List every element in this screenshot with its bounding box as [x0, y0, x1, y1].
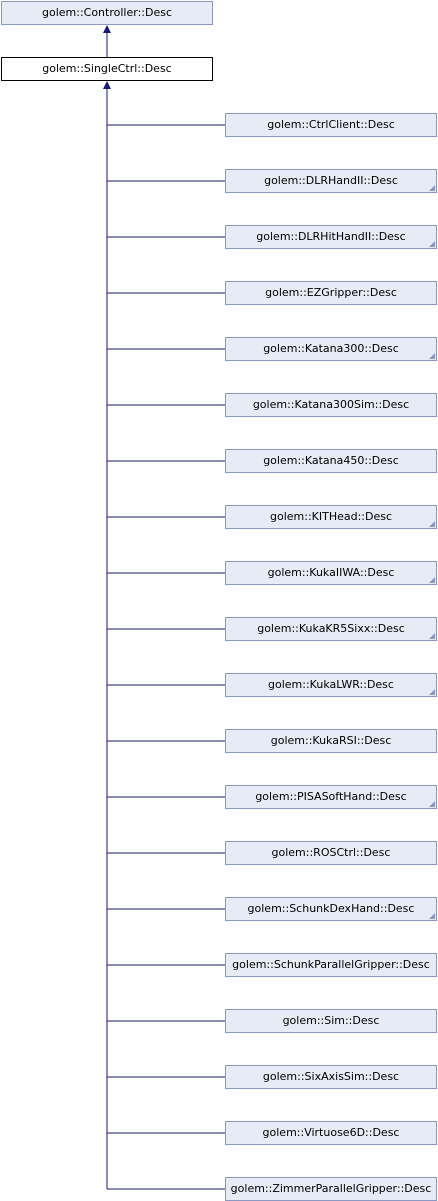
- child-class-label: golem::ROSCtrl::Desc: [271, 846, 391, 859]
- child-class-label: golem::Katana300::Desc: [263, 342, 399, 355]
- child-class-label: golem::KukaRSI::Desc: [270, 734, 392, 747]
- child-class-label: golem::EZGripper::Desc: [265, 286, 397, 299]
- child-class-label: golem::ZimmerParallelGripper::Desc: [230, 1182, 432, 1195]
- child-class-node[interactable]: golem::KITHead::Desc: [225, 505, 437, 529]
- child-class-label: golem::SixAxisSim::Desc: [262, 1070, 400, 1083]
- child-class-node[interactable]: golem::KukaRSI::Desc: [225, 729, 437, 753]
- collapsed-children-marker-icon: [429, 241, 435, 247]
- child-class-node[interactable]: golem::Virtuose6D::Desc: [225, 1121, 437, 1145]
- collapsed-children-marker-icon: [429, 521, 435, 527]
- child-class-node[interactable]: golem::Sim::Desc: [225, 1009, 437, 1033]
- current-class-label: golem::SingleCtrl::Desc: [42, 62, 172, 75]
- child-class-label: golem::SchunkParallelGripper::Desc: [232, 958, 430, 971]
- child-class-node[interactable]: golem::DLRHitHandII::Desc: [225, 225, 437, 249]
- child-class-node[interactable]: golem::KukaIIWA::Desc: [225, 561, 437, 585]
- collapsed-children-marker-icon: [429, 353, 435, 359]
- child-class-label: golem::DLRHandII::Desc: [264, 174, 398, 187]
- collapsed-children-marker-icon: [429, 801, 435, 807]
- collapsed-children-marker-icon: [429, 577, 435, 583]
- child-class-label: golem::Virtuose6D::Desc: [262, 1126, 400, 1139]
- current-class-node: golem::SingleCtrl::Desc: [1, 57, 213, 81]
- base-class-node[interactable]: golem::Controller::Desc: [1, 1, 213, 25]
- child-class-label: golem::CtrlClient::Desc: [267, 118, 395, 131]
- child-class-node[interactable]: golem::Katana450::Desc: [225, 449, 437, 473]
- base-class-label: golem::Controller::Desc: [41, 6, 172, 19]
- arrowhead-to-current-icon: [103, 81, 111, 89]
- child-class-node[interactable]: golem::ZimmerParallelGripper::Desc: [225, 1177, 437, 1201]
- child-class-label: golem::KITHead::Desc: [269, 510, 393, 523]
- child-class-node[interactable]: golem::ROSCtrl::Desc: [225, 841, 437, 865]
- child-class-label: golem::Sim::Desc: [282, 1014, 380, 1027]
- child-class-label: golem::PISASoftHand::Desc: [255, 790, 407, 803]
- child-class-node[interactable]: golem::EZGripper::Desc: [225, 281, 437, 305]
- child-class-label: golem::DLRHitHandII::Desc: [256, 230, 406, 243]
- child-class-node[interactable]: golem::KukaLWR::Desc: [225, 673, 437, 697]
- child-class-node[interactable]: golem::Katana300Sim::Desc: [225, 393, 437, 417]
- arrowhead-to-base-icon: [103, 25, 111, 33]
- collapsed-children-marker-icon: [429, 633, 435, 639]
- child-class-node[interactable]: golem::Katana300::Desc: [225, 337, 437, 361]
- collapsed-children-marker-icon: [429, 913, 435, 919]
- collapsed-children-marker-icon: [429, 185, 435, 191]
- child-class-label: golem::Katana450::Desc: [263, 454, 399, 467]
- child-class-label: golem::KukaLWR::Desc: [268, 678, 394, 691]
- child-class-node[interactable]: golem::KukaKR5Sixx::Desc: [225, 617, 437, 641]
- child-class-node[interactable]: golem::SixAxisSim::Desc: [225, 1065, 437, 1089]
- child-class-node[interactable]: golem::DLRHandII::Desc: [225, 169, 437, 193]
- child-class-label: golem::Katana300Sim::Desc: [252, 398, 410, 411]
- child-class-label: golem::KukaIIWA::Desc: [267, 566, 395, 579]
- child-class-node[interactable]: golem::SchunkParallelGripper::Desc: [225, 953, 437, 977]
- child-class-label: golem::SchunkDexHand::Desc: [247, 902, 415, 915]
- child-class-node[interactable]: golem::CtrlClient::Desc: [225, 113, 437, 137]
- child-class-node[interactable]: golem::SchunkDexHand::Desc: [225, 897, 437, 921]
- child-class-label: golem::KukaKR5Sixx::Desc: [257, 622, 405, 635]
- child-class-node[interactable]: golem::PISASoftHand::Desc: [225, 785, 437, 809]
- collapsed-children-marker-icon: [429, 689, 435, 695]
